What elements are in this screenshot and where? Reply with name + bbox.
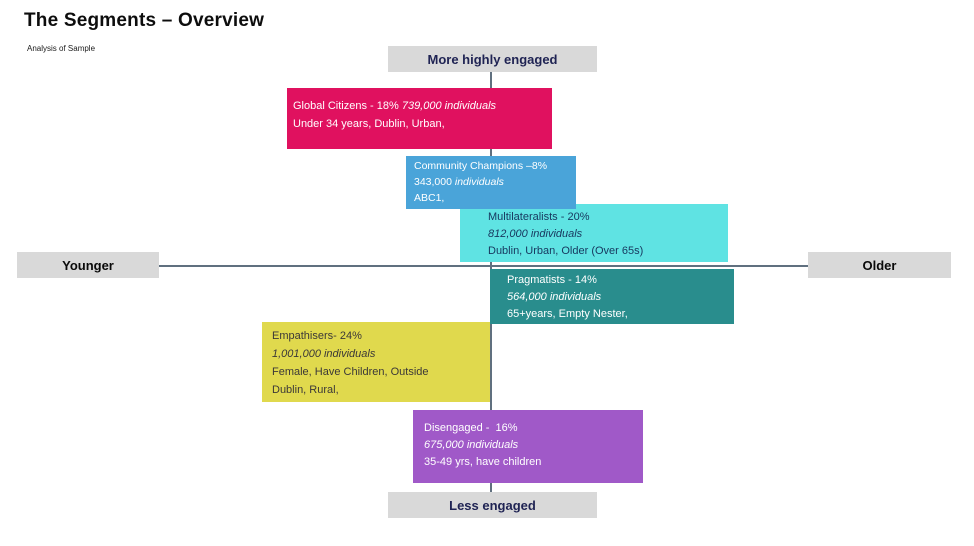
segment-text-line: 812,000 individuals <box>488 228 583 240</box>
segment-text-line: Global Citizens - 18% 739,000 individual… <box>293 100 497 112</box>
segment-text-line: Under 34 years, Dublin, Urban, <box>293 118 445 130</box>
axis-label-older: Older <box>808 252 951 278</box>
axis-label-less-engaged: Less engaged <box>388 492 597 518</box>
axis-label-younger: Younger <box>17 252 159 278</box>
segment-box-disengaged: Disengaged - 16% 675,000 individuals 35-49… <box>413 410 643 483</box>
segment-text-line: 1,001,000 individuals <box>272 348 376 360</box>
segment-text-line: 564,000 individuals <box>507 291 602 303</box>
segment-text-line: ABC1, <box>414 192 445 204</box>
horizontal-axis-line <box>159 265 808 267</box>
segment-text-line: 343,000 individuals <box>414 176 504 188</box>
axis-label-more-engaged: More highly engaged <box>388 46 597 72</box>
segment-text-line: Dublin, Rural, <box>272 384 339 396</box>
segment-text-line: Female, Have Children, Outside <box>272 366 429 378</box>
segment-box-community-champions: Community Champions –8% 343,000 individua… <box>406 156 576 209</box>
segment-text-line: 35-49 yrs, have children <box>424 456 542 468</box>
segment-text-line: Community Champions –8% <box>414 160 548 172</box>
segment-text-line: Empathisers- 24% <box>272 330 362 342</box>
segment-box-global-citizens: Global Citizens - 18% 739,000 individual… <box>287 88 552 149</box>
segment-text-line: Disengaged - 16% <box>424 422 518 434</box>
page-title: The Segments – Overview <box>24 10 265 31</box>
page-subtitle: Analysis of Sample <box>27 44 96 53</box>
segment-text-line: Multilateralists - 20% <box>488 211 590 223</box>
segment-text-line: 65+years, Empty Nester, <box>507 308 628 320</box>
segment-text-line: Dublin, Urban, Older (Over 65s) <box>488 245 644 257</box>
segment-text-line: 675,000 individuals <box>424 439 519 451</box>
segment-box-pragmatists: Pragmatists - 14% 564,000 individuals 65+y… <box>490 269 734 324</box>
segment-text-line: Pragmatists - 14% <box>507 274 597 286</box>
segment-box-multilateralists: Multilateralists - 20% 812,000 individual… <box>460 204 728 262</box>
